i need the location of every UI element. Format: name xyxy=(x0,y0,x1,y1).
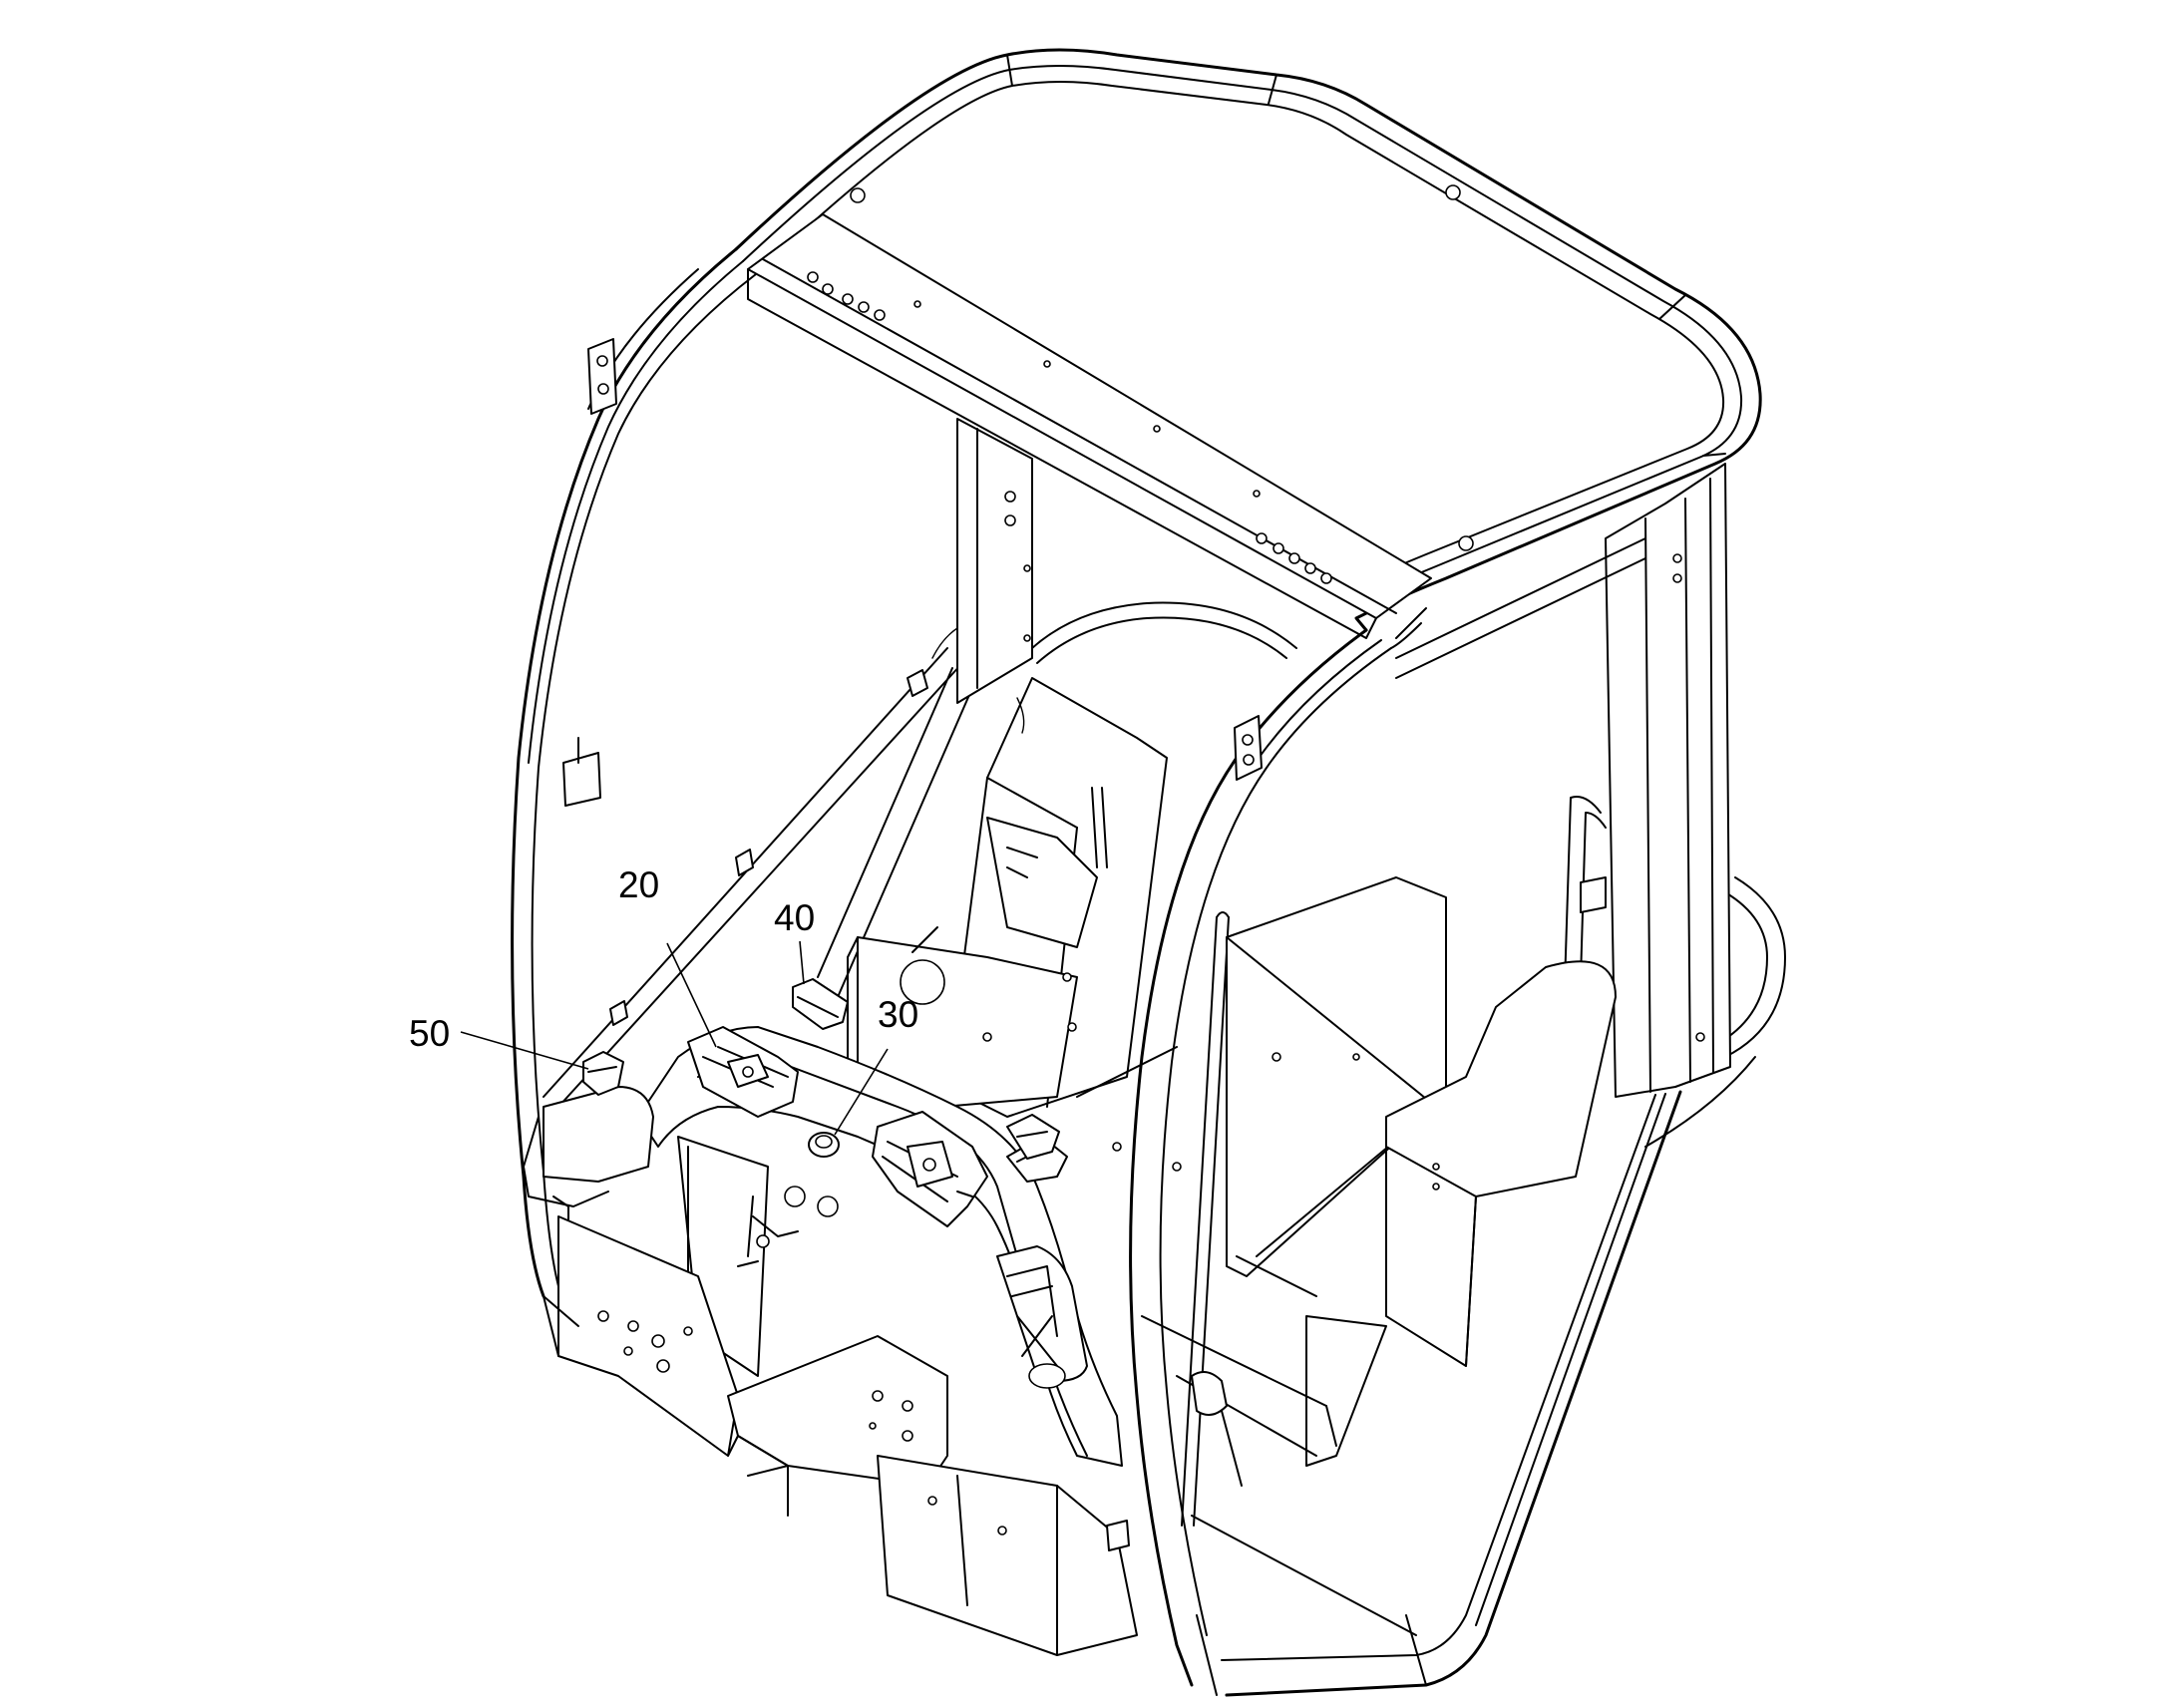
leader-50 xyxy=(460,1031,589,1070)
leader-30 xyxy=(834,1048,889,1136)
left-front-pillar xyxy=(511,247,757,1298)
control-module-40 xyxy=(792,978,849,1030)
rear-center-post xyxy=(956,418,1033,704)
right-lower-frame xyxy=(1196,1090,1682,1697)
roof-panel xyxy=(734,48,1762,632)
control-module-20 xyxy=(687,1026,799,1118)
floor-panel xyxy=(1076,1046,1417,1636)
rear-ring xyxy=(1031,601,1786,1148)
front-cross-beam xyxy=(747,213,1432,639)
right-front-pillar xyxy=(1129,607,1427,1687)
ref-label-20: 20 xyxy=(618,864,659,905)
ref-label-40: 40 xyxy=(774,897,815,938)
ref-label-50: 50 xyxy=(409,1013,450,1054)
control-module-30 xyxy=(808,1111,988,1227)
leader-40 xyxy=(799,940,805,985)
leader-20 xyxy=(666,942,717,1048)
control-module-50 xyxy=(582,1051,624,1096)
control-module-right xyxy=(1006,1114,1060,1160)
reference-labels: 20 30 40 50 xyxy=(409,864,918,1054)
dashboard-console xyxy=(523,1026,1138,1656)
leader-lines xyxy=(460,940,889,1136)
seat-box xyxy=(1226,876,1617,1467)
ref-label-30: 30 xyxy=(878,994,918,1035)
inner-left-frame xyxy=(543,627,973,1108)
center-console xyxy=(847,677,1168,1118)
